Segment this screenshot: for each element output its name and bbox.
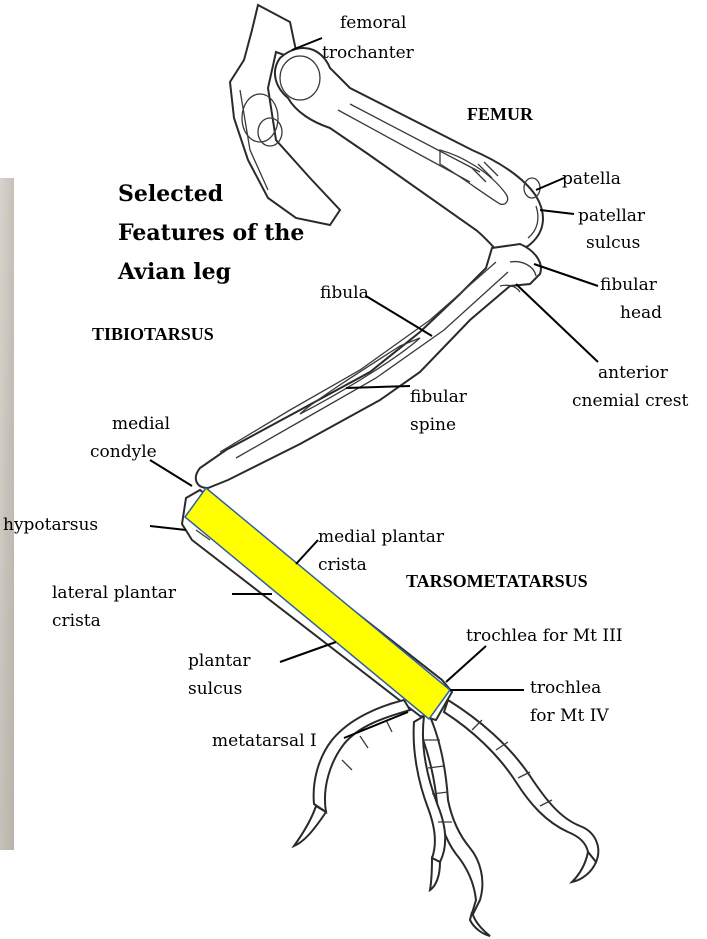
- leader-fibula: [366, 296, 432, 336]
- leader-trochlea-mt3: [446, 646, 486, 682]
- leader-patella: [536, 178, 564, 190]
- label-plantar-sulcus-line1: plantar: [188, 651, 251, 671]
- label-patella: patella: [562, 169, 621, 189]
- femur-illustration: [275, 48, 543, 256]
- heading-tibiotarsus: TIBIOTARSUS: [92, 324, 214, 344]
- label-fibular-spine-line1: fibular: [410, 387, 468, 407]
- leader-fibular-head: [534, 264, 598, 286]
- foot-illustration: [294, 700, 598, 936]
- label-fibular-spine-line2: spine: [410, 415, 456, 435]
- leader-hypotarsus: [150, 526, 186, 530]
- label-lateral-plantar-crista-line1: lateral plantar: [52, 583, 177, 603]
- label-plantar-sulcus-line2: sulcus: [188, 679, 242, 699]
- label-fibular-head-line2: head: [620, 303, 662, 323]
- label-hypotarsus: hypotarsus: [3, 515, 98, 535]
- label-medial-plantar-crista-line1: medial plantar: [318, 527, 445, 547]
- label-trochlea-mt3: trochlea for Mt III: [466, 626, 623, 646]
- leader-anterior-cnemial-crest: [516, 284, 598, 362]
- heading-femur: FEMUR: [467, 104, 534, 124]
- title-line-2: Features of the: [118, 220, 304, 246]
- tibiotarsus-illustration: [196, 244, 541, 488]
- label-patellar-sulcus-line2: sulcus: [586, 233, 640, 253]
- label-anterior-cnemial-crest-line2: cnemial crest: [572, 391, 688, 411]
- leader-medial-condyle: [150, 460, 192, 486]
- label-medial-condyle-line2: condyle: [90, 442, 157, 462]
- label-medial-condyle-line1: medial: [112, 414, 170, 434]
- label-trochlea-mt4-line2: for Mt IV: [530, 706, 609, 726]
- label-patellar-sulcus-line1: patellar: [578, 206, 646, 226]
- label-trochlea-mt4-line1: trochlea: [530, 678, 601, 698]
- leader-medial-plantar-crista: [296, 540, 318, 564]
- label-femoral-trochanter-line2: trochanter: [322, 43, 415, 63]
- leader-plantar-sulcus: [280, 642, 336, 662]
- title-line-1: Selected: [118, 181, 223, 207]
- label-fibula: fibula: [320, 283, 369, 303]
- background-photo: [0, 178, 14, 850]
- label-lateral-plantar-crista-line2: crista: [52, 611, 101, 631]
- label-medial-plantar-crista-line2: crista: [318, 555, 367, 575]
- label-metatarsal-1: metatarsal I: [212, 731, 317, 751]
- heading-tarsometatarsus: TARSOMETATARSUS: [406, 571, 588, 591]
- label-femoral-trochanter-line1: femoral: [340, 13, 406, 33]
- label-anterior-cnemial-crest-line1: anterior: [598, 363, 669, 383]
- label-fibular-head-line1: fibular: [600, 275, 658, 295]
- title-line-3: Avian leg: [117, 259, 231, 285]
- leader-patellar-sulcus: [540, 210, 574, 214]
